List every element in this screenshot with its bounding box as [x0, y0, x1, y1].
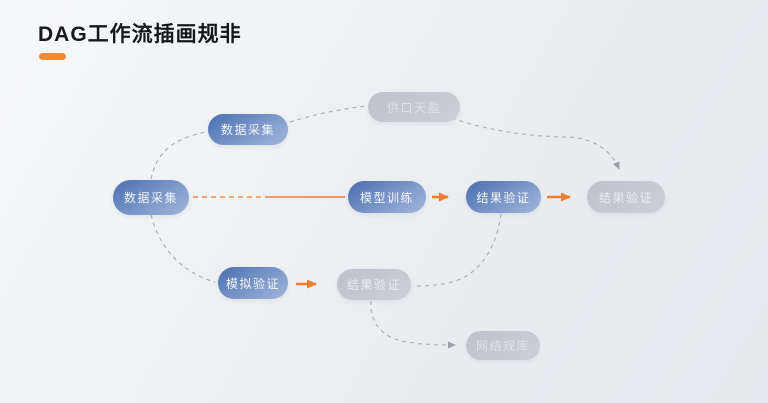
node-label: 模型训练	[359, 190, 414, 205]
node-result-verify-final[interactable]: 结果验证	[587, 181, 665, 213]
node-label: 供口天盈	[386, 100, 441, 115]
node-label: 网络规库	[475, 339, 530, 353]
edge-verify-to-mid	[412, 213, 502, 287]
node-supplier[interactable]: 供口天盈	[368, 92, 460, 122]
node-label: 数据采集	[220, 123, 275, 137]
edge-collect-to-collect-top	[150, 131, 207, 180]
node-data-collect-top[interactable]: 数据采集	[208, 114, 288, 145]
node-label: 结果验证	[598, 190, 653, 205]
edge-supplier-to-final	[451, 117, 620, 170]
node-data-collect-left[interactable]: 数据采集	[113, 180, 189, 215]
node-network-store[interactable]: 网络规库	[466, 331, 540, 360]
node-sim-verify[interactable]: 模拟验证	[218, 267, 288, 299]
page-title: DAG工作流插画规非	[38, 23, 242, 46]
node-label: 结果验证	[476, 190, 531, 205]
node-result-verify[interactable]: 结果验证	[466, 181, 541, 213]
node-model-train[interactable]: 模型训练	[348, 181, 426, 213]
edge-mid-to-store	[370, 300, 456, 349]
node-label: 模拟验证	[225, 276, 280, 291]
title-underline-accent	[39, 53, 66, 60]
node-label: 数据采集	[123, 191, 178, 205]
edge-collect-to-sim	[150, 214, 216, 283]
node-label: 结果验证	[346, 278, 401, 292]
edge-collect-top-to-supplier	[289, 105, 367, 123]
node-result-verify-mid[interactable]: 结果验证	[337, 269, 411, 300]
